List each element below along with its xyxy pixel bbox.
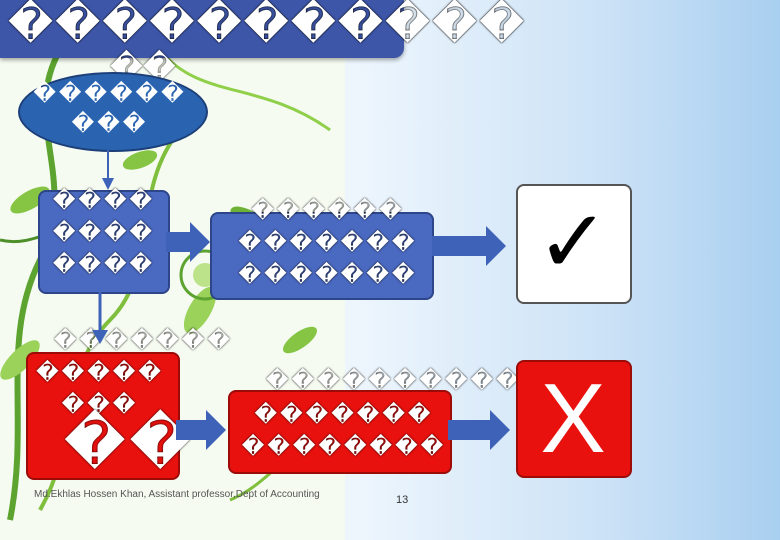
red-output-top-label: ����������: [266, 369, 522, 394]
slide-title: �����������: [8, 0, 527, 50]
x-mark-icon: X: [540, 363, 606, 473]
blue-output-label: ������ ������� �������: [238, 199, 418, 288]
arrow-right-icon: [448, 410, 510, 450]
blue-process-label: ���� ���� ����: [52, 189, 156, 278]
red-output-label: ������� ��������: [241, 403, 447, 460]
page-number: 13: [396, 494, 409, 506]
blue-process-box: [38, 190, 170, 294]
blue-output-box: [210, 212, 434, 300]
connector-label: �������: [54, 329, 233, 354]
title-bar: [0, 0, 404, 58]
red-process-big-label: ��: [64, 409, 196, 479]
red-process-label: ����� ���: [36, 361, 164, 418]
start-node-label: ������ ���: [33, 82, 187, 137]
checkmark-icon: ✓: [536, 190, 610, 293]
arrow-right-icon: [432, 226, 506, 266]
reject-box: [516, 360, 632, 478]
accept-box: [516, 184, 632, 304]
red-output-box: [228, 390, 452, 474]
footer-credit: Md.Ekhlas Hossen Khan, Assistant profess…: [34, 489, 320, 500]
red-process-box: [26, 352, 180, 480]
start-node: [18, 72, 208, 152]
